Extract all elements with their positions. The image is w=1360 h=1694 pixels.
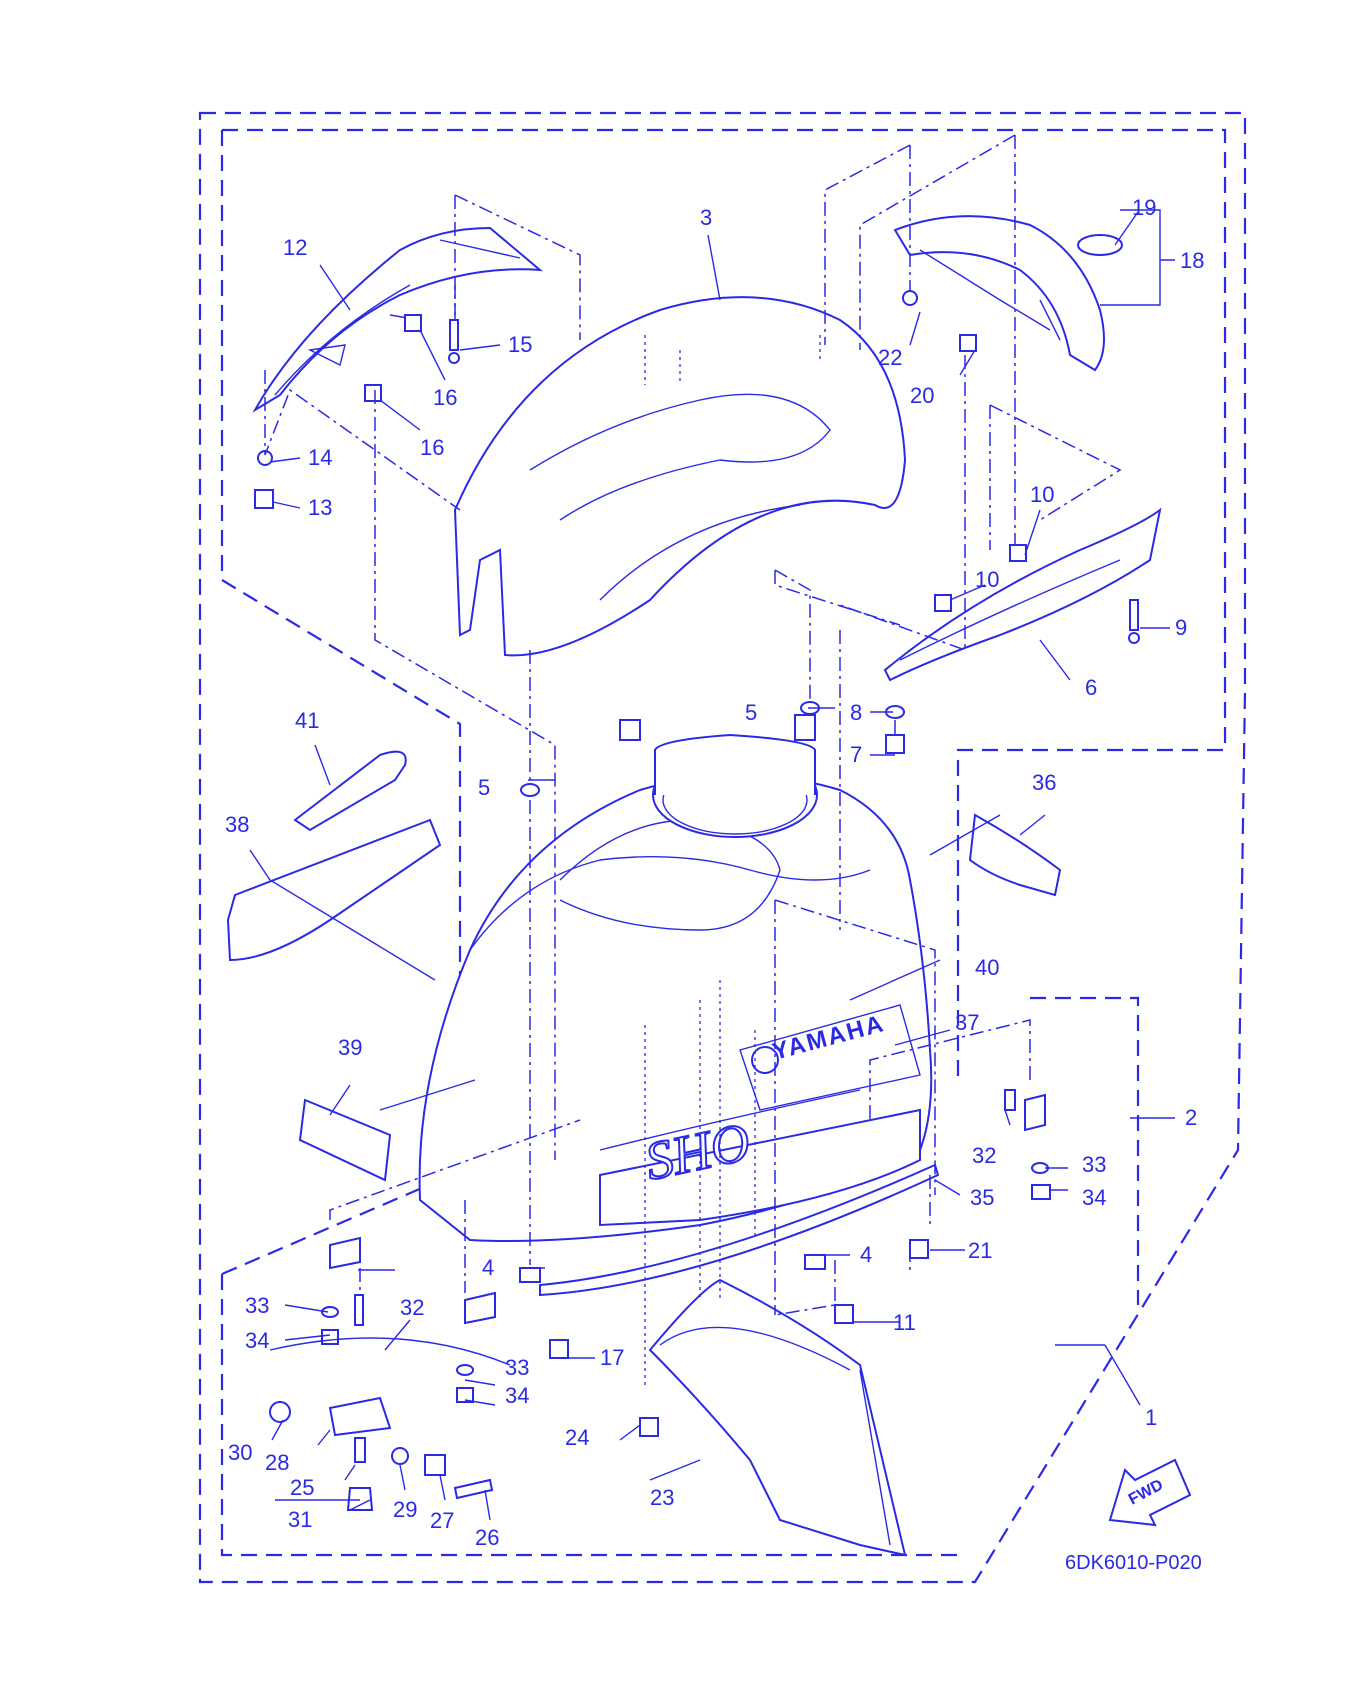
callout-c10a: 10: [1030, 482, 1054, 507]
callout-c37: 37: [955, 1010, 979, 1035]
callout-c17: 17: [600, 1345, 624, 1370]
callout-c15: 15: [508, 332, 532, 357]
callout-c26: 26: [475, 1525, 499, 1550]
part-23-lower-plate: [648, 1278, 907, 1557]
callout-c9: 9: [1175, 615, 1187, 640]
callout-c24: 24: [565, 1425, 589, 1450]
top-cowling-boundary-left: [220, 130, 462, 1225]
callout-c5a: 5: [478, 775, 490, 800]
callout-c21: 21: [968, 1238, 992, 1263]
callout-c41: 41: [295, 708, 319, 733]
callout-c8: 8: [850, 700, 862, 725]
callout-c31: 31: [288, 1507, 312, 1532]
callout-c4b: 4: [860, 1242, 872, 1267]
leader-lines: [249, 209, 1175, 1521]
part-36-decal: [968, 813, 1062, 897]
callout-c40: 40: [975, 955, 999, 980]
callout-c32a: 32: [400, 1295, 424, 1320]
part-12-left-trim: [252, 226, 544, 413]
callout-c36: 36: [1032, 770, 1056, 795]
callout-c1: 1: [1145, 1405, 1157, 1430]
part-19-cap: [1077, 234, 1123, 256]
assembly-lines: [264, 134, 1122, 1385]
callout-c28: 28: [265, 1450, 289, 1475]
callout-c34c: 34: [1082, 1185, 1106, 1210]
part-41-decal: [293, 750, 407, 832]
callout-c33c: 33: [1082, 1152, 1106, 1177]
callout-c11: 11: [893, 1310, 916, 1335]
callout-c34b: 34: [505, 1383, 529, 1408]
callout-c27: 27: [430, 1508, 454, 1533]
yamaha-emblem-icon: [751, 1046, 779, 1074]
callout-c14: 14: [308, 445, 332, 470]
callout-c29: 29: [393, 1497, 417, 1522]
callout-c16a: 16: [433, 385, 457, 410]
callout-c35: 35: [970, 1185, 994, 1210]
fwd-arrow-icon: FWD: [1108, 1458, 1192, 1527]
part-2-bottom-cowling: YAMAHA SHO: [418, 714, 933, 1242]
part-35-seal: [539, 1163, 940, 1297]
callout-c39: 39: [338, 1035, 362, 1060]
top-cowling-boundary: [222, 128, 1227, 1080]
hardware-group: [254, 290, 1140, 1511]
callout-c7: 7: [850, 742, 862, 767]
callout-c33b: 33: [505, 1355, 529, 1380]
callout-c34a: 34: [245, 1328, 269, 1353]
callout-c23: 23: [650, 1485, 674, 1510]
part-39-decal: [298, 1098, 392, 1182]
callout-c5b: 5: [745, 700, 757, 725]
callout-c20: 20: [910, 383, 934, 408]
callout-c10b: 10: [975, 567, 999, 592]
part-6-rear-trim: [883, 507, 1162, 682]
lower-left-boundary: [220, 1118, 960, 1557]
callout-c25: 25: [290, 1475, 314, 1500]
part-3-top-cowling: [453, 296, 907, 657]
callout-c33a: 33: [245, 1293, 269, 1318]
callout-c13: 13: [308, 495, 332, 520]
callout-c18: 18: [1180, 248, 1204, 273]
part-38-decal: [226, 818, 442, 962]
callout-c16b: 16: [420, 435, 444, 460]
callout-c3: 3: [700, 205, 712, 230]
assembly-boundary-outer: [198, 111, 1247, 1584]
bottom-cowling-boundary: [1030, 996, 1140, 1305]
callout-c38: 38: [225, 812, 249, 837]
callout-labels: 1 2 3 4 4 5 5 6 7 8 9 10 10 11 12 13 14 …: [225, 195, 1204, 1550]
callout-c12: 12: [283, 235, 307, 260]
drawing-code: 6DK6010-P020: [1065, 1552, 1202, 1574]
callout-c6: 6: [1085, 675, 1097, 700]
callout-c32b: 32: [972, 1143, 996, 1168]
callout-c19: 19: [1132, 195, 1156, 220]
callout-c4a: 4: [482, 1255, 494, 1280]
callout-c2: 2: [1185, 1105, 1197, 1130]
callout-c30: 30: [228, 1440, 252, 1465]
callout-c22: 22: [878, 345, 902, 370]
part-18-right-trim: [893, 215, 1123, 372]
